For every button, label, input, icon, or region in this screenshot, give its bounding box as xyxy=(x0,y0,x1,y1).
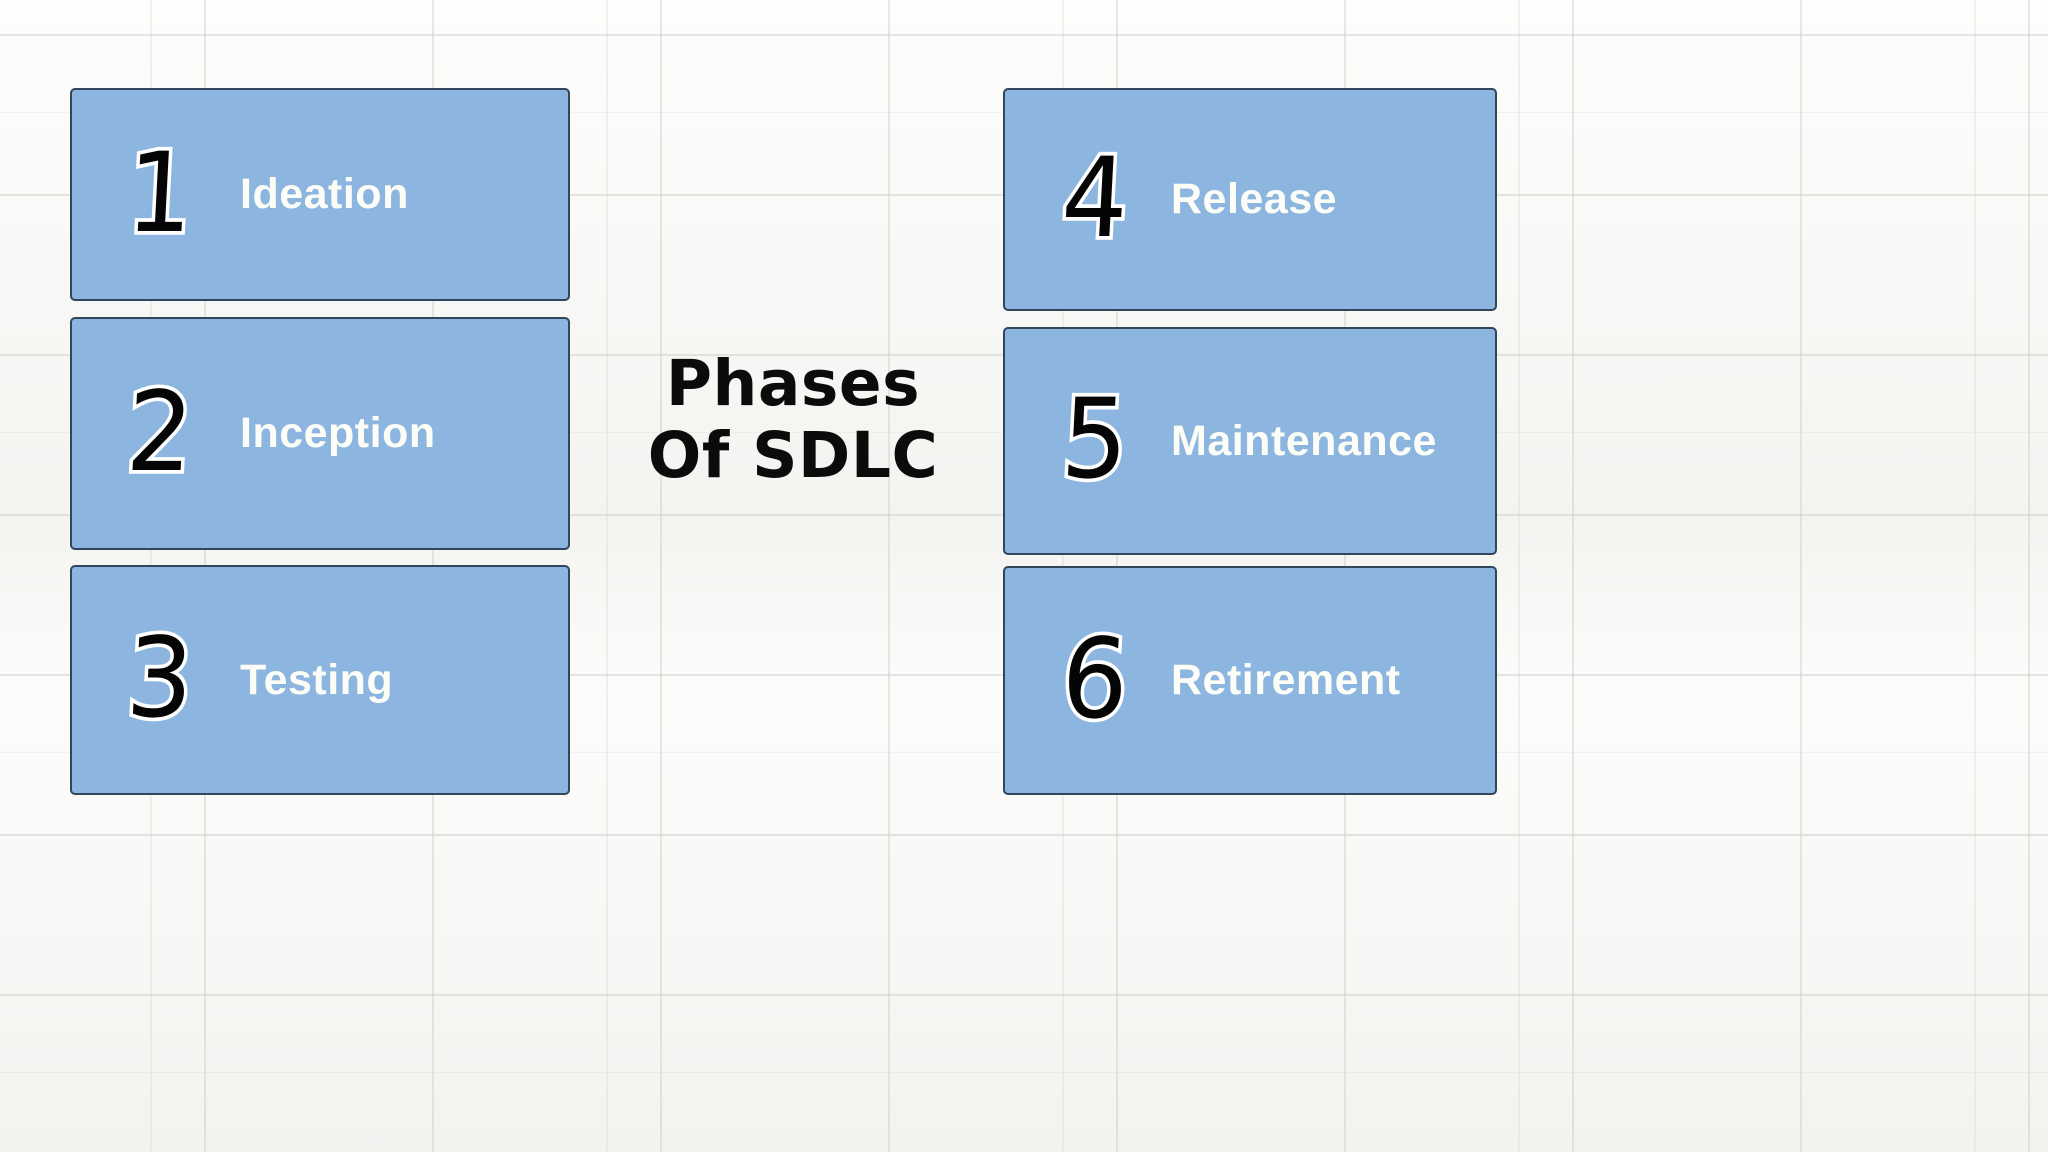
phase-label-3: Testing xyxy=(240,655,394,704)
phase-number-5: 5 xyxy=(1055,371,1135,508)
slide-title-line-2: Of SDLC xyxy=(647,419,939,493)
phase-label-2: Inception xyxy=(240,409,436,458)
slide-title-line-1: Phases xyxy=(665,347,921,420)
phase-label-4: Release xyxy=(1171,175,1338,224)
phase-number-4: 4 xyxy=(1055,129,1135,266)
phase-number-3: 3 xyxy=(120,610,200,747)
phase-card-2[interactable]: 2 Inception xyxy=(70,317,570,550)
phase-label-6: Retirement xyxy=(1171,656,1401,705)
slide-title: Phases Of SDLC xyxy=(583,347,1003,493)
phase-card-1[interactable]: 1 Ideation xyxy=(70,88,570,301)
phase-number-1: 1 xyxy=(120,124,200,261)
phase-number-6: 6 xyxy=(1055,610,1135,747)
phase-card-4[interactable]: 4 Release xyxy=(1003,88,1497,311)
phase-label-1: Ideation xyxy=(240,170,409,219)
phase-card-6[interactable]: 6 Retirement xyxy=(1003,566,1497,795)
phase-card-3[interactable]: 3 Testing xyxy=(70,565,570,795)
phase-label-5: Maintenance xyxy=(1171,416,1437,465)
phase-number-2: 2 xyxy=(120,363,200,500)
phase-card-5[interactable]: 5 Maintenance xyxy=(1003,327,1497,555)
